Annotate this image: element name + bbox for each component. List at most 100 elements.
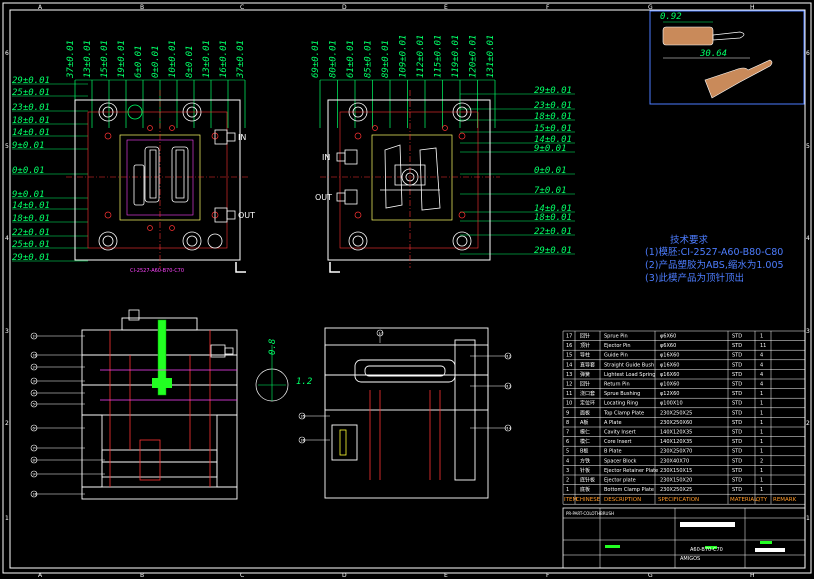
callout-balloon — [30, 490, 38, 498]
grid-number-left: 4 — [5, 235, 9, 242]
callout-balloon — [504, 352, 512, 360]
bom-cell: STD — [732, 478, 742, 484]
callout-number: 11 — [33, 354, 37, 358]
section-dim-a: 0.8 — [268, 339, 278, 355]
bom-cell: 底板 — [580, 486, 590, 493]
top-dimension: 69±0.01 — [311, 40, 321, 78]
callout-number: 10 — [33, 493, 37, 497]
bom-cell: 4 — [760, 372, 763, 378]
bom-cell: 8 — [566, 420, 569, 426]
bom-cell: φ6X60 — [660, 343, 676, 349]
grid-letter-bottom: D — [342, 572, 347, 579]
bom-cell: 230X250X70 — [660, 449, 692, 455]
top-dimension: 120±0.01 — [469, 35, 479, 78]
grid-letter-bottom: H — [750, 572, 755, 579]
bom-cell: 1 — [760, 410, 763, 416]
bom-cell: 10 — [566, 401, 572, 407]
technical-notes: 技术要求 (1)模胚:CI-2527-A60-B80-C80 (2)产品塑胶为A… — [645, 234, 784, 284]
bom-cell: φ16X60 — [660, 362, 679, 368]
callout-number: 13 — [507, 385, 511, 389]
product-dim-a: 0.92 — [660, 12, 682, 22]
bom-cell: 浇口套 — [580, 390, 595, 397]
callout-number: 14 — [507, 427, 512, 431]
callout-balloon — [30, 377, 38, 385]
bom-cell: 14 — [566, 362, 572, 368]
bom-cell: 2 — [760, 458, 763, 464]
top-dimension: 13±0.01 — [83, 40, 93, 78]
bom-cell: Sprue Bushing — [604, 391, 640, 397]
bom-cell: STD — [732, 439, 742, 445]
bom-cell: 方铁 — [580, 457, 590, 464]
side-dimension: 0±0.01 — [12, 166, 45, 176]
bom-cell: Cavity Insert — [604, 430, 636, 436]
top-dimension: 131±0.01 — [486, 35, 496, 78]
bom-cell: 17 — [566, 334, 572, 340]
grid-number-left: 6 — [5, 50, 9, 57]
top-dimension: 61±0.01 — [346, 40, 356, 78]
grid-letter-top: D — [342, 4, 347, 11]
bom-cell: STD — [732, 362, 742, 368]
callout-balloon — [30, 363, 38, 371]
port-out-label-right: OUT — [315, 193, 332, 202]
side-dimension: 14±0.01 — [534, 204, 572, 214]
bom-cell: 4 — [760, 353, 763, 359]
bom-cell: STD — [732, 487, 742, 493]
side-dimension: 25±0.01 — [12, 88, 50, 98]
bom-cell: 11 — [760, 343, 766, 349]
callout-number: 15 — [301, 415, 305, 419]
bom-cell: Straight Guide Bush — [604, 362, 654, 368]
bom-cell: 定位环 — [580, 400, 595, 407]
bom-cell: 1 — [760, 420, 763, 426]
bom-cell: Ejector Pin — [604, 343, 631, 349]
port-out-label-left: OUT — [238, 211, 255, 220]
callout-balloon — [30, 456, 38, 464]
side-dimension: 9±0.01 — [12, 190, 45, 200]
callout-balloon — [30, 332, 38, 340]
top-dimension: 37±0.01 — [236, 40, 246, 79]
bom-cell: A Plate — [604, 420, 622, 426]
bom-cell: 3 — [566, 468, 569, 474]
part-number-label: CI-2527-A60-B70-C70 — [130, 268, 184, 274]
bom-cell: 1 — [760, 401, 763, 407]
bom-cell: 16 — [566, 343, 572, 349]
bom-cell: 1 — [760, 487, 763, 493]
bom-cell: 230X250X25 — [660, 410, 692, 416]
bom-cell: 11 — [566, 391, 572, 397]
side-dimension: 18±0.01 — [12, 116, 50, 126]
section-dim-b: 1.2 — [296, 377, 312, 387]
product-dim-b: 30.64 — [699, 49, 727, 59]
grid-letter-top: E — [444, 4, 448, 11]
bom-cell: 1 — [760, 468, 763, 474]
bom-cell: 模仁 — [580, 429, 590, 436]
bom-cell: 1 — [566, 487, 569, 493]
bom-cell: 230X250X60 — [660, 420, 692, 426]
bom-cell: 4 — [760, 362, 763, 368]
bom-cell: 回针 — [580, 333, 590, 340]
side-dimension: 25±0.01 — [12, 240, 50, 250]
side-dimension: 9±0.01 — [534, 144, 567, 154]
bom-cell: Guide Pin — [604, 353, 628, 359]
bom-cell: STD — [732, 382, 742, 388]
top-dimension: 19±0.01 — [117, 40, 127, 78]
side-dimension: 22±0.01 — [534, 227, 572, 237]
bom-cell: 230X150X20 — [660, 478, 692, 484]
bom-cell: φ16X60 — [660, 353, 679, 359]
callout-balloon — [30, 444, 38, 452]
top-dimension: 112±0.01 — [416, 35, 426, 78]
grid-letter-bottom: B — [140, 572, 144, 579]
top-dimension: 0±0.01 — [151, 45, 161, 78]
grid-number-left: 5 — [5, 143, 9, 150]
bom-header: CHINESE — [576, 497, 601, 503]
bom-cell: 230X150X15 — [660, 468, 692, 474]
callout-number: 3 — [33, 380, 35, 384]
bom-cell: 4 — [566, 458, 569, 464]
bom-cell: 140X120X35 — [660, 430, 692, 436]
bom-cell: 230X40X70 — [660, 458, 689, 464]
side-dimension: 14±0.01 — [534, 135, 572, 145]
bom-cell: φ100X10 — [660, 401, 683, 407]
